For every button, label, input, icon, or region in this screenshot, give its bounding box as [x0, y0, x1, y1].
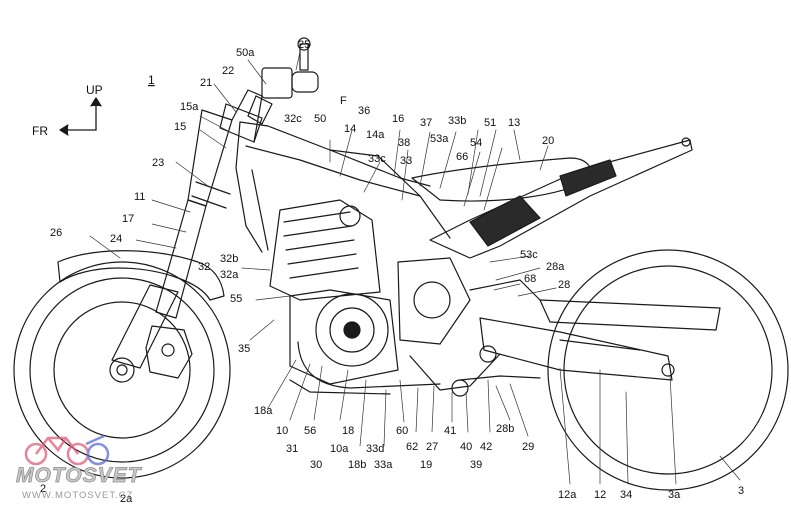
label-21: 21 [200, 77, 212, 89]
label-24: 24 [110, 233, 122, 245]
label-16: 16 [392, 113, 404, 125]
figure-number: 1 [148, 73, 155, 87]
engine [269, 199, 471, 385]
rear-wheel [547, 249, 789, 491]
label-10a: 10a [330, 443, 349, 455]
label-30: 30 [310, 459, 322, 471]
label-53a: 53a [430, 133, 449, 145]
handlebar [247, 37, 319, 125]
label-28b: 28b [496, 423, 514, 435]
label-68: 68 [524, 273, 536, 285]
label-33d: 33d [366, 443, 384, 455]
label-F: F [340, 95, 347, 107]
label-20: 20 [542, 135, 554, 147]
brake-caliper [145, 325, 193, 379]
label-32b: 32b [220, 253, 238, 265]
front-fork [111, 89, 263, 369]
label-26: 26 [50, 227, 62, 239]
label-13: 13 [508, 117, 520, 129]
label-18b: 18b [348, 459, 366, 471]
label-32a: 32a [220, 269, 239, 281]
label-14: 14 [344, 123, 356, 135]
label-50: 50 [314, 113, 326, 125]
label-60: 60 [396, 425, 408, 437]
label-12a: 12a [558, 489, 577, 501]
label-51: 51 [484, 117, 496, 129]
label-32c: 32c [284, 113, 302, 125]
label-39: 39 [470, 459, 482, 471]
leader-lines [89, 51, 741, 485]
label-28a: 28a [546, 261, 565, 273]
label-38: 38 [398, 137, 410, 149]
motorcycle-line-drawing [13, 37, 789, 491]
label-32: 32 [198, 261, 210, 273]
label-27: 27 [426, 441, 438, 453]
label-53c: 53c [520, 249, 538, 261]
swingarm [479, 299, 721, 381]
direction-up-label: UP [86, 83, 103, 97]
label-37: 37 [420, 117, 432, 129]
label-66: 66 [456, 151, 468, 163]
label-3: 3 [738, 485, 744, 497]
label-33b: 33b [448, 115, 466, 127]
label-35: 35 [238, 343, 250, 355]
label-42: 42 [480, 441, 492, 453]
reference-labels: 1 UP FR 50a 25 1 22 21 15a 15 F 50 36 32… [32, 39, 744, 505]
label-28: 28 [558, 279, 570, 291]
watermark: MOTOSVET WWW.MOTOSVET.CZ [16, 434, 143, 501]
front-fender [57, 250, 225, 301]
direction-arrows [59, 97, 102, 136]
label-11: 11 [134, 191, 145, 203]
front-wheel [13, 261, 231, 479]
label-15a: 15a [180, 101, 199, 113]
label-12: 12 [594, 489, 606, 501]
label-2: 2 [40, 483, 46, 495]
label-15: 15 [174, 121, 186, 133]
label-23: 23 [152, 157, 164, 169]
label-29: 29 [522, 441, 534, 453]
label-56: 56 [304, 425, 316, 437]
label-41: 41 [444, 425, 456, 437]
label-18: 18 [342, 425, 354, 437]
watermark-url: WWW.MOTOSVET.CZ [22, 490, 133, 501]
label-14a: 14a [366, 129, 385, 141]
motosvet-logo-icon [24, 434, 110, 466]
label-55: 55 [230, 293, 242, 305]
exhaust [297, 341, 441, 389]
label-34: 34 [620, 489, 632, 501]
rear-linkage [409, 279, 541, 397]
label-40: 40 [460, 441, 472, 453]
label-50a: 50a [236, 47, 255, 59]
label-33a: 33a [374, 459, 393, 471]
label-19: 19 [420, 459, 432, 471]
seat-tail [411, 137, 693, 259]
label-25: 25 [298, 39, 310, 51]
label-62: 62 [406, 441, 418, 453]
label-36: 36 [358, 105, 370, 117]
label-33c: 33c [368, 153, 386, 165]
label-18a: 18a [254, 405, 273, 417]
main-frame [235, 121, 451, 253]
label-33: 33 [400, 155, 412, 167]
label-17: 17 [122, 213, 134, 225]
direction-front-label: FR [32, 124, 48, 138]
label-3a: 3a [668, 489, 681, 501]
label-31: 31 [286, 443, 298, 455]
label-2a: 2a [120, 493, 133, 505]
label-22: 22 [222, 65, 234, 77]
watermark-brand: MOTOSVET [16, 464, 143, 487]
label-54: 54 [470, 137, 482, 149]
label-10: 10 [276, 425, 288, 437]
